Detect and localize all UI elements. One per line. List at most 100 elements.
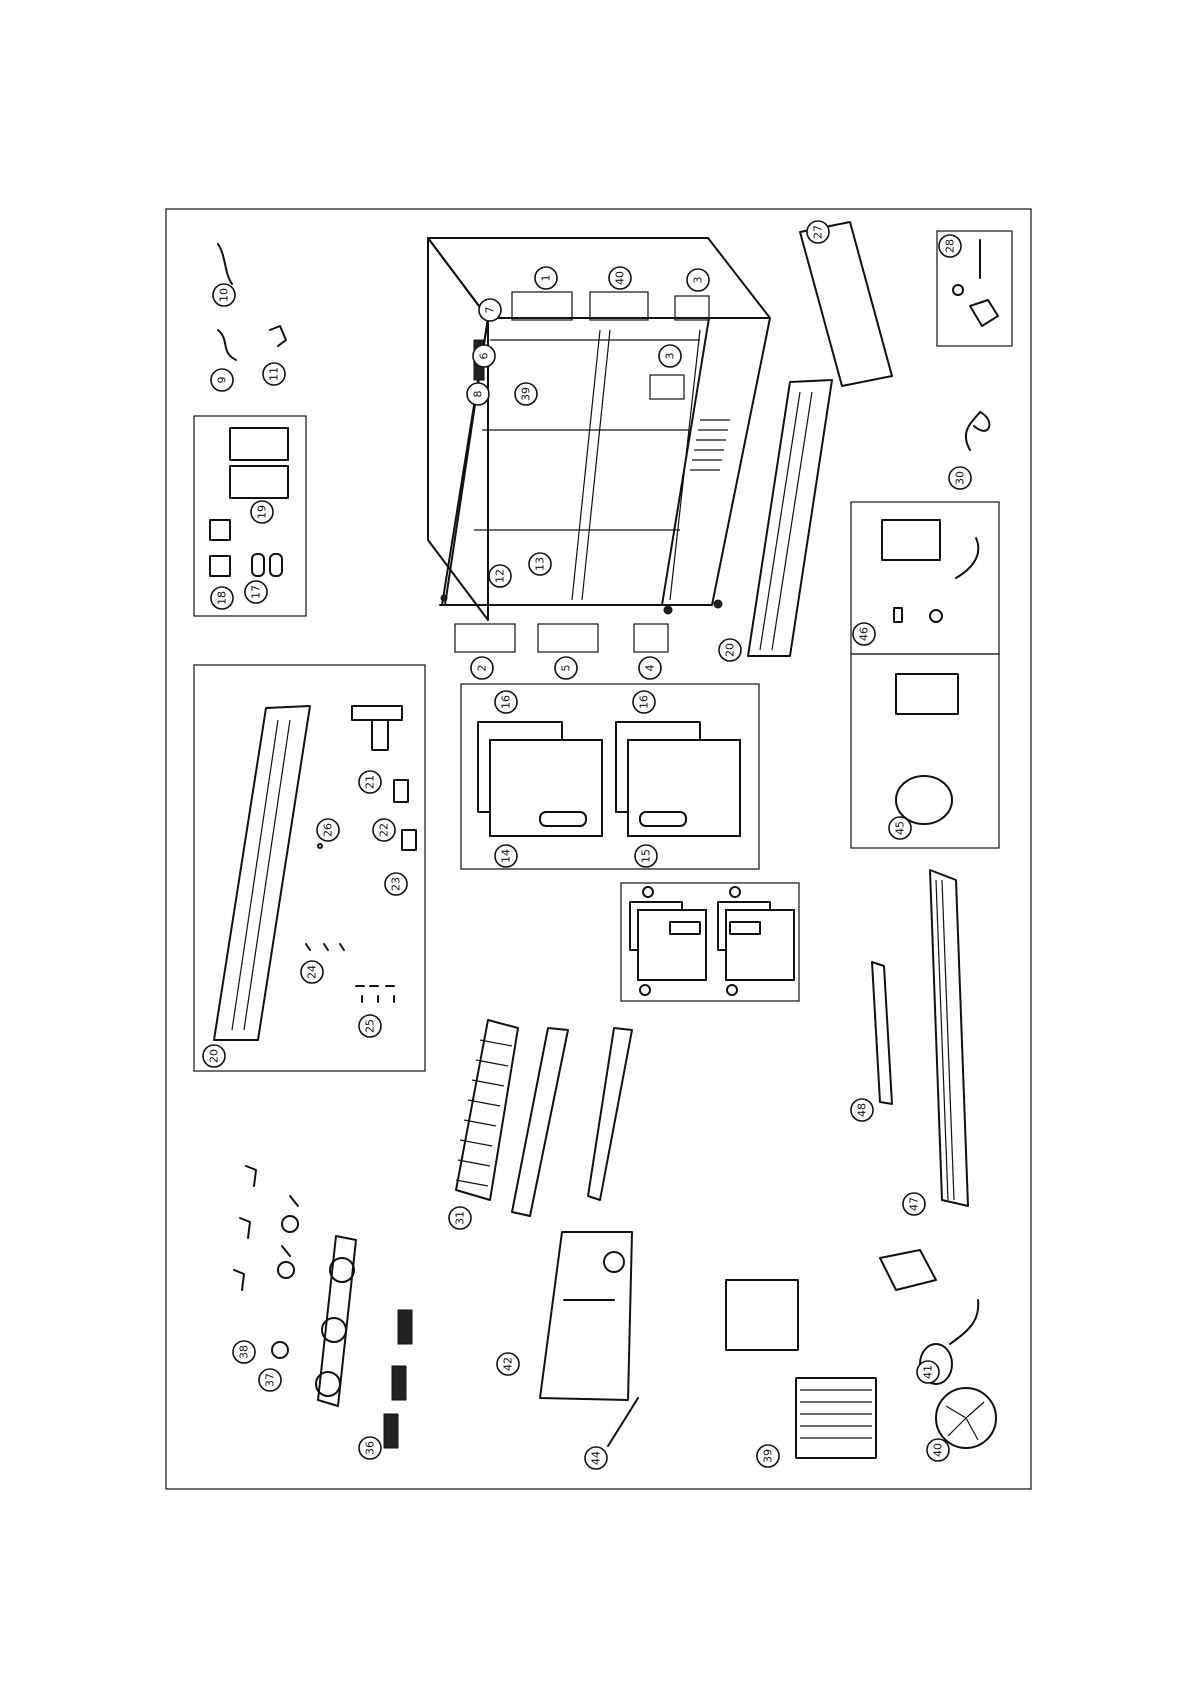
foot-part-17b [270,554,282,576]
callout-number: 18 [216,591,229,605]
bracket-part-11 [270,326,286,346]
callout-number: 28 [944,239,957,253]
callout-number: 5 [560,665,573,672]
callout-number: 47 [908,1197,921,1211]
callout-c22: 22 [373,819,395,841]
callout-c46: 46 [853,623,875,645]
callout-c31: 31 [449,1207,471,1229]
callout-number: 27 [812,225,825,239]
control-box-46 [882,520,940,560]
callout-c47: 47 [903,1193,925,1215]
callout-number: 31 [454,1211,467,1225]
cable-part-10 [218,244,232,284]
hinge-box-40 [590,292,648,320]
callout-number: 40 [932,1443,945,1457]
callout-number: 11 [268,367,281,381]
panel-compressor-b [851,654,999,848]
callout-c40t: 40 [609,267,631,289]
callout-c6: 6 [473,345,495,367]
callout-number: 26 [322,823,335,837]
callout-number: 40 [614,271,627,285]
tray-part-19a [230,428,288,460]
callout-c19: 19 [251,501,273,523]
hinge-box-2 [455,624,515,652]
shelf-48 [872,962,892,1104]
switch-23 [402,830,416,850]
callout-number: 21 [364,775,377,789]
callout-number: 7 [484,307,497,314]
callout-c41: 41 [917,1361,939,1383]
callout-number: 8 [472,391,485,398]
callout-c20b: 20 [203,1045,225,1067]
callout-number: 36 [364,1441,377,1455]
callout-c16b: 16 [633,691,655,713]
shelf-stack-47 [930,870,968,1206]
callout-c16a: 16 [495,691,517,713]
callout-c11: 11 [263,363,285,385]
cabinet-body [428,238,770,620]
callout-number: 19 [256,505,269,519]
callout-c28: 28 [939,235,961,257]
callout-c39: 39 [515,383,537,405]
callout-number: 39 [520,387,533,401]
condenser-39 [726,1280,876,1458]
callout-c12: 12 [489,565,511,587]
clip-part-18b [210,556,230,576]
callout-c21: 21 [359,771,381,793]
callout-c25: 25 [359,1015,381,1037]
callout-number: 25 [364,1019,377,1033]
callout-number: 23 [390,877,403,891]
control-box-45 [896,674,958,714]
canopy-light-20b [214,706,310,1040]
callout-c48: 48 [851,1099,873,1121]
callout-number: 15 [640,849,653,863]
callout-c10a: 10 [213,284,235,306]
callout-c4: 4 [639,657,661,679]
diagram-frame [166,209,1031,1489]
callout-number: 10 [218,288,231,302]
callout-c20: 20 [719,639,741,661]
callout-number: 44 [590,1451,603,1465]
light-bar-20 [748,380,832,656]
callout-c40b: 40 [927,1439,949,1461]
callout-number: 20 [724,643,737,657]
callout-c2: 2 [471,657,493,679]
callout-number: 2 [476,665,489,672]
glass-frame [512,1028,568,1216]
callout-number: 1 [540,275,553,282]
panel-lighting [194,665,425,1071]
callout-number: 20 [208,1049,221,1063]
clip-part-18a [210,520,230,540]
callout-c9: 9 [211,369,233,391]
callout-number: 48 [856,1103,869,1117]
cable-part-30 [966,412,990,450]
small-door-left [630,902,706,980]
callout-number: 45 [894,821,907,835]
switch-22 [394,780,408,802]
callout-number: 42 [502,1357,515,1371]
callout-c1: 1 [535,267,557,289]
callout-number: 12 [494,569,507,583]
callout-number: 17 [250,585,263,599]
callout-c18: 18 [211,587,233,609]
foot-part-17a [252,554,264,576]
hinge-box-3b [650,375,684,399]
large-door-15 [616,722,740,836]
callout-c8: 8 [467,383,489,405]
callout-c14: 14 [495,845,517,867]
callout-number: 24 [306,965,319,979]
top-grille-27 [800,222,892,386]
callout-number: 9 [216,377,229,384]
callout-number: 4 [644,665,657,672]
callout-c26: 26 [317,819,339,841]
callout-c7: 7 [479,299,501,321]
callout-c24: 24 [301,961,323,983]
cable-part-9 [218,330,236,360]
callout-number: 38 [238,1345,251,1359]
callout-number: 14 [500,849,513,863]
callout-c27: 27 [807,221,829,243]
callout-number: 22 [378,823,391,837]
large-door-14 [478,722,602,836]
tray-part-19b [230,466,288,498]
capillary-44 [608,1398,638,1446]
